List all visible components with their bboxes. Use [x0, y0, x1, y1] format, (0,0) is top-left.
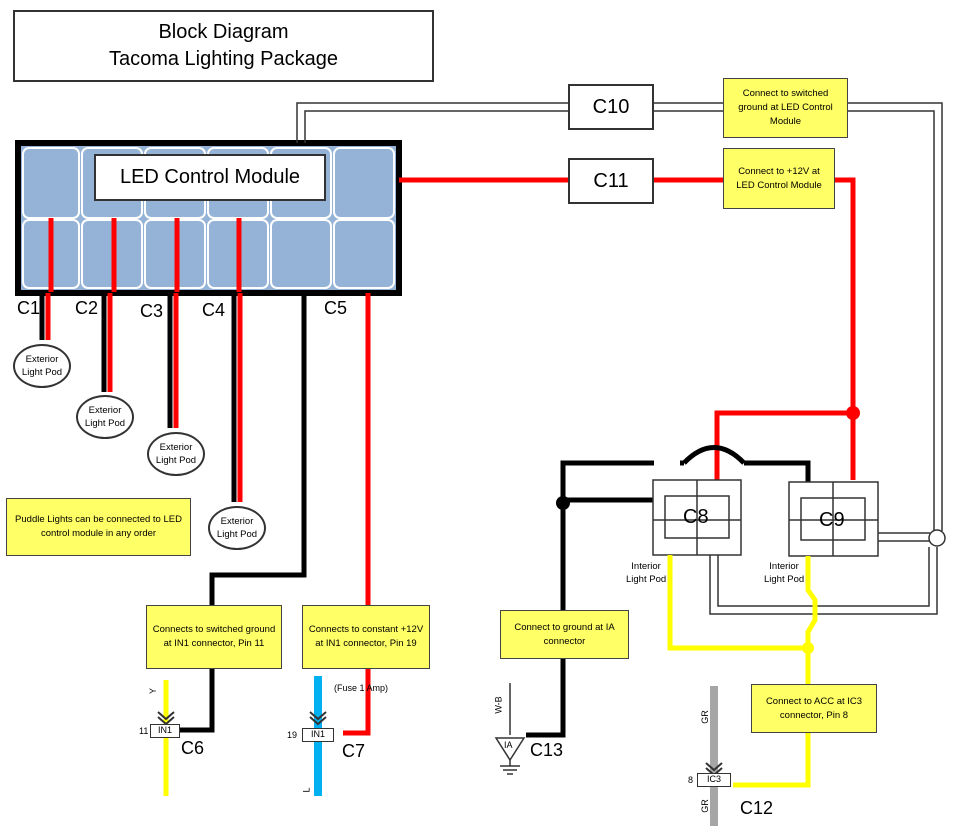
interior-pod-c9-body [788, 481, 879, 557]
pod-label-line1: Exterior [159, 442, 193, 453]
red-junction [846, 406, 860, 420]
pod-label-line2: Light Pod [626, 574, 667, 585]
red-wires [48, 177, 856, 736]
module-label: LED Control Module [94, 154, 326, 201]
connector-c11: C11 [568, 158, 654, 204]
pod-label-line1: Interior [769, 561, 799, 572]
note-c13: Connect to ground at IA connector [500, 610, 629, 659]
wire-code-gr-bottom: GR [699, 799, 710, 813]
pod-label-line2: Light Pod [216, 529, 258, 540]
pin-11-label: 11 [139, 726, 149, 736]
wire-code-gr-top: GR [699, 710, 710, 724]
pod-label-line1: Exterior [25, 354, 59, 365]
pod-label-line1: Interior [631, 561, 661, 572]
connector-c8: C8 [683, 506, 709, 528]
note-c6: Connects to switched ground at IN1 conne… [146, 605, 282, 669]
c9-right-wires [709, 532, 938, 615]
note-c12: Connect to ACC at IC3 connector, Pin 8 [751, 684, 877, 733]
interior-pod-c8-body [652, 479, 742, 556]
wire-code-wb: W-B [493, 696, 504, 714]
yellow-wires [163, 555, 818, 796]
connector-c1: C1 [17, 298, 41, 318]
pod-label-line1: Exterior [88, 405, 122, 416]
pod-label-line2: Light Pod [764, 574, 805, 585]
connector-c10: C10 [568, 84, 654, 130]
black-junction [556, 496, 570, 510]
wire-code-l: L [301, 787, 312, 793]
fuse-label: (Fuse 1 Amp) [334, 683, 389, 693]
connector-c4: C4 [202, 300, 226, 320]
connector-c5: C5 [324, 298, 348, 318]
c9-ground-junction [928, 529, 946, 547]
pin-19-label: 19 [287, 730, 298, 740]
ground-icon [494, 737, 526, 775]
title-line-1: Block Diagram [158, 21, 289, 43]
wire-code-y: Y [148, 687, 159, 695]
pod-label-line2: Light Pod [155, 455, 197, 466]
black-wires [178, 293, 811, 738]
connector-c13: C13 [530, 740, 564, 760]
ia-terminal: IA [504, 740, 513, 750]
connector-c9: C9 [819, 509, 845, 531]
connector-c12: C12 [740, 798, 774, 818]
connector-c7: C7 [342, 741, 366, 761]
pin-8-label: 8 [688, 775, 694, 785]
terminal-chevron-icons [157, 711, 723, 777]
note-c10: Connect to switched ground at LED Contro… [723, 78, 848, 138]
pod-leads [39, 293, 243, 502]
pod-label-line1: Exterior [220, 516, 254, 527]
pod-label-line2: Light Pod [21, 367, 63, 378]
note-c7: Connects to constant +12V at IN1 connect… [302, 605, 430, 669]
ic3-terminal: IC3 [697, 773, 731, 787]
connector-c2: C2 [75, 298, 99, 318]
connector-c3: C3 [140, 301, 164, 321]
connector-c6: C6 [181, 738, 205, 758]
in1-terminal-c6: IN1 [150, 724, 180, 738]
title-line-2: Tacoma Lighting Package [108, 48, 339, 70]
note-c11: Connect to +12V at LED Control Module [723, 148, 835, 209]
c10-ground-wire [296, 102, 943, 531]
yellow-junction [802, 642, 814, 654]
pod-label-line2: Light Pod [84, 418, 126, 429]
diagram-title: Block Diagram Tacoma Lighting Package [13, 10, 434, 82]
in1-terminal-c7: IN1 [302, 728, 334, 742]
note-puddle-lights: Puddle Lights can be connected to LED co… [6, 498, 191, 556]
